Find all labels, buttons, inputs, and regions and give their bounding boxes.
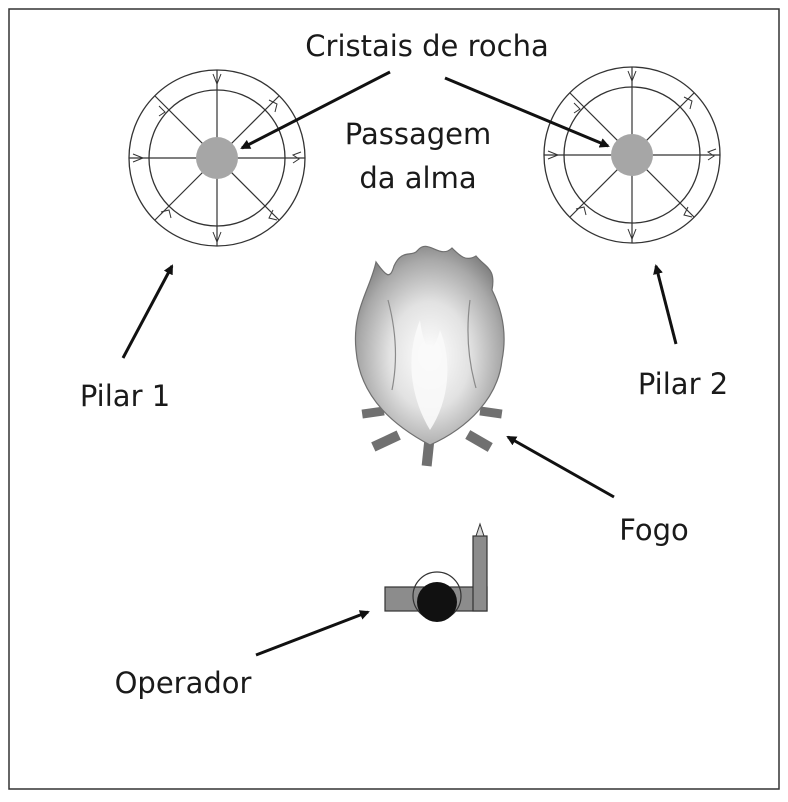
operator-wand bbox=[475, 522, 485, 537]
operator-figure bbox=[384, 522, 488, 622]
fire-arrow bbox=[506, 435, 615, 499]
pillar-2-crystal bbox=[611, 134, 653, 176]
flame-shape bbox=[354, 245, 505, 446]
soul-passage-label-line2: da alma bbox=[359, 161, 476, 195]
fire-wood bbox=[361, 406, 503, 467]
crystals-arrow-left bbox=[240, 70, 391, 150]
pillar-2-arrow bbox=[653, 264, 678, 345]
pillar-2-symbol bbox=[543, 66, 721, 244]
flame-core bbox=[411, 320, 448, 430]
flame-streaks bbox=[387, 299, 477, 391]
operator-head bbox=[417, 582, 457, 622]
crystals-arrow-right bbox=[444, 76, 610, 148]
pillar-1-crystal bbox=[196, 137, 238, 179]
pillar-1-label: Pilar 1 bbox=[80, 379, 170, 413]
operator-label: Operador bbox=[115, 666, 252, 700]
pillar-1-runes bbox=[132, 73, 302, 244]
pillar-2-runes bbox=[547, 70, 717, 241]
arrows bbox=[121, 70, 678, 657]
diagram-frame bbox=[8, 8, 780, 790]
pillar-1-symbol bbox=[128, 69, 306, 247]
pillar-2-label: Pilar 2 bbox=[638, 367, 728, 401]
fire-illustration bbox=[354, 245, 505, 467]
operator-arrow bbox=[255, 610, 370, 657]
operator-raised-arm bbox=[472, 535, 488, 612]
fire-label: Fogo bbox=[619, 513, 689, 547]
soul-passage-label-line1: Passagem bbox=[345, 117, 491, 151]
crystals-label: Cristais de rocha bbox=[305, 29, 548, 63]
pillar-1-arrow bbox=[121, 264, 174, 359]
